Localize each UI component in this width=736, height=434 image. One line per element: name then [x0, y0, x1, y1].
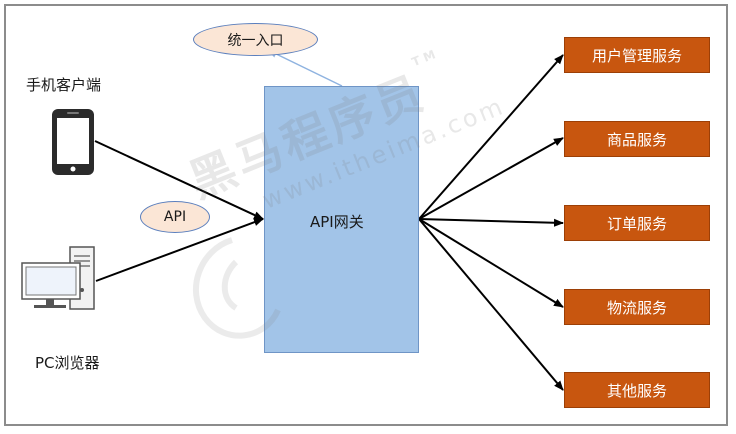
unified-entry-tag: 统一入口	[193, 23, 318, 56]
gateway-to-entry-arrow	[267, 49, 343, 87]
gateway-to-logistics-service-arrow	[418, 218, 564, 308]
unified-entry-tag-label: 统一入口	[227, 32, 284, 49]
gateway-to-user-service-arrow	[418, 54, 564, 220]
mobile-client-label: 手机客户端	[26, 76, 102, 94]
service-logistics: 物流服务	[564, 289, 710, 325]
service-label: 用户管理服务	[591, 46, 682, 65]
service-label: 订单服务	[606, 214, 667, 233]
service-other: 其他服务	[564, 372, 710, 408]
pc-browser-label: PC浏览器	[35, 354, 100, 372]
gateway-to-product-service-arrow	[418, 137, 564, 220]
service-label: 商品服务	[606, 130, 667, 149]
smartphone-icon	[52, 109, 94, 175]
service-label: 其他服务	[606, 381, 667, 400]
api-tag: API	[140, 201, 210, 233]
pc-to-gateway-arrow	[95, 218, 264, 282]
gateway-to-order-service-arrow	[418, 218, 564, 227]
api-gateway-box	[264, 86, 419, 353]
phone-to-gateway-arrow	[94, 140, 264, 220]
api-tag-label: API	[163, 209, 187, 225]
service-order: 订单服务	[564, 205, 710, 241]
service-product: 商品服务	[564, 121, 710, 157]
gateway-to-other-service-arrow	[418, 218, 564, 391]
service-label: 物流服务	[606, 298, 667, 317]
service-user-management: 用户管理服务	[564, 37, 710, 73]
desktop-computer-icon	[21, 246, 95, 310]
api-gateway-label: API网关	[310, 213, 364, 231]
